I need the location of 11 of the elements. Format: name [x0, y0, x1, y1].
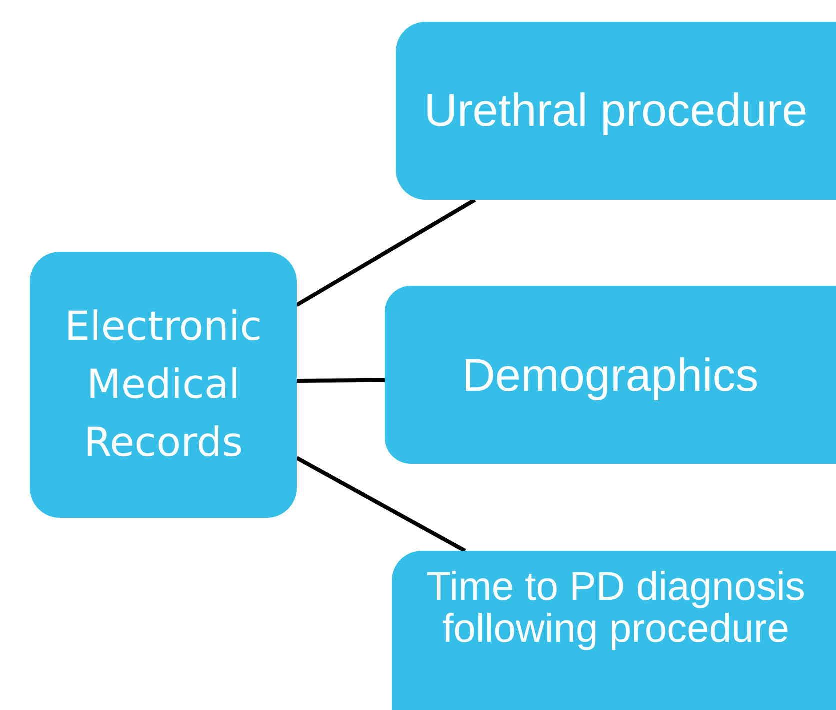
- box-label: Electronic Medical Records: [64, 303, 264, 468]
- rounded-box: [392, 551, 836, 710]
- rounded-box: [30, 252, 297, 518]
- connector-line: [296, 198, 476, 307]
- box-label: Demographics: [462, 350, 759, 400]
- box-label: Time to PD diagnosis following procedure: [426, 566, 806, 650]
- rounded-box: [396, 22, 836, 200]
- connector-line: [296, 378, 386, 383]
- rounded-box: [385, 286, 836, 464]
- box-label: Urethral procedure: [424, 86, 808, 136]
- connector-line: [296, 456, 466, 553]
